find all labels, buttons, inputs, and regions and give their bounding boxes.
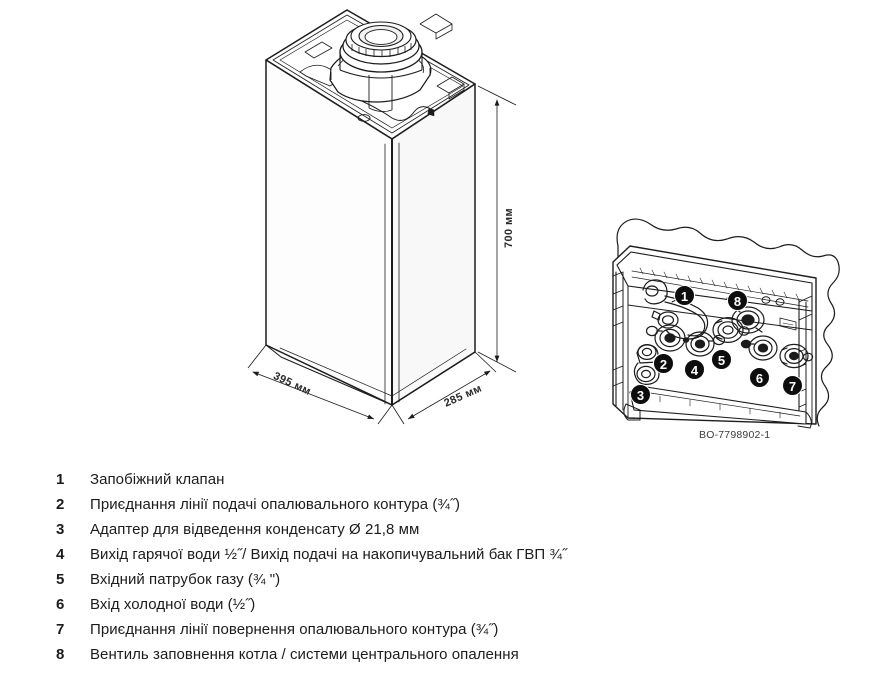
legend-item: 8 Вентиль заповнення котла / системи цент… bbox=[0, 642, 886, 667]
legend-item: 6 Вхід холодної води (½˝) bbox=[0, 592, 886, 617]
callout-marker-1: 1 bbox=[674, 285, 695, 306]
legend-item-label: Запобіжний клапан bbox=[90, 471, 225, 488]
legend-item-number: 1 bbox=[56, 471, 65, 488]
legend-item-label: Вхідний патрубок газу (¾ ") bbox=[90, 571, 281, 588]
callout-marker-7: 7 bbox=[782, 375, 803, 396]
dimension-label-height: 700 мм bbox=[503, 207, 516, 249]
legend-item-label: Приєднання лінії подачі опалювального ко… bbox=[90, 496, 461, 513]
legend-item: 1 Запобіжний клапан bbox=[0, 467, 886, 492]
callout-marker-5: 5 bbox=[711, 349, 732, 370]
detail-drawing-caption: BO-7798902-1 bbox=[699, 429, 771, 441]
legend-item-label: Вхід холодної води (½˝) bbox=[90, 596, 256, 613]
callout-marker-6: 6 bbox=[749, 367, 770, 388]
legend-item: 7 Приєднання лінії повернення опалювально… bbox=[0, 617, 886, 642]
dimension-lines bbox=[247, 85, 517, 425]
callout-marker-4: 4 bbox=[684, 359, 705, 380]
legend-item-label: Вентиль заповнення котла / системи центр… bbox=[90, 646, 519, 663]
legend-item: 2 Приєднання лінії подачі опалювального к… bbox=[0, 492, 886, 517]
legend-item: 3 Адаптер для відведення конденсату Ø 21,… bbox=[0, 517, 886, 542]
legend-item-number: 5 bbox=[56, 571, 65, 588]
legend-item-number: 4 bbox=[56, 546, 65, 563]
boiler-top-panel-detail bbox=[272, 13, 470, 134]
legend-item-number: 3 bbox=[56, 521, 65, 538]
callout-marker-3: 3 bbox=[630, 384, 651, 405]
legend-item-number: 7 bbox=[56, 621, 65, 638]
legend-item-label: Вихід гарячої води ½˝/ Вихід подачі на н… bbox=[90, 546, 568, 563]
legend-item-number: 2 bbox=[56, 496, 65, 513]
legend-item-number: 6 bbox=[56, 596, 65, 613]
legend-item-label: Адаптер для відведення конденсату Ø 21,8… bbox=[90, 521, 420, 538]
callout-marker-8: 8 bbox=[727, 290, 748, 311]
legend-list: 1 Запобіжний клапан 2 Приєднання лінії пода… bbox=[0, 455, 886, 688]
legend-item: 4 Вихід гарячої води ½˝/ Вихід подачі на … bbox=[0, 542, 886, 567]
legend-item-label: Приєднання лінії повернення опалювальног… bbox=[90, 621, 499, 638]
drawing-canvas bbox=[247, 9, 840, 429]
legend-item-number: 8 bbox=[56, 646, 65, 663]
flue-collar bbox=[329, 21, 432, 113]
callout-marker-2: 2 bbox=[653, 353, 674, 374]
legend-item: 5 Вхідний патрубок газу (¾ ") bbox=[0, 567, 886, 592]
